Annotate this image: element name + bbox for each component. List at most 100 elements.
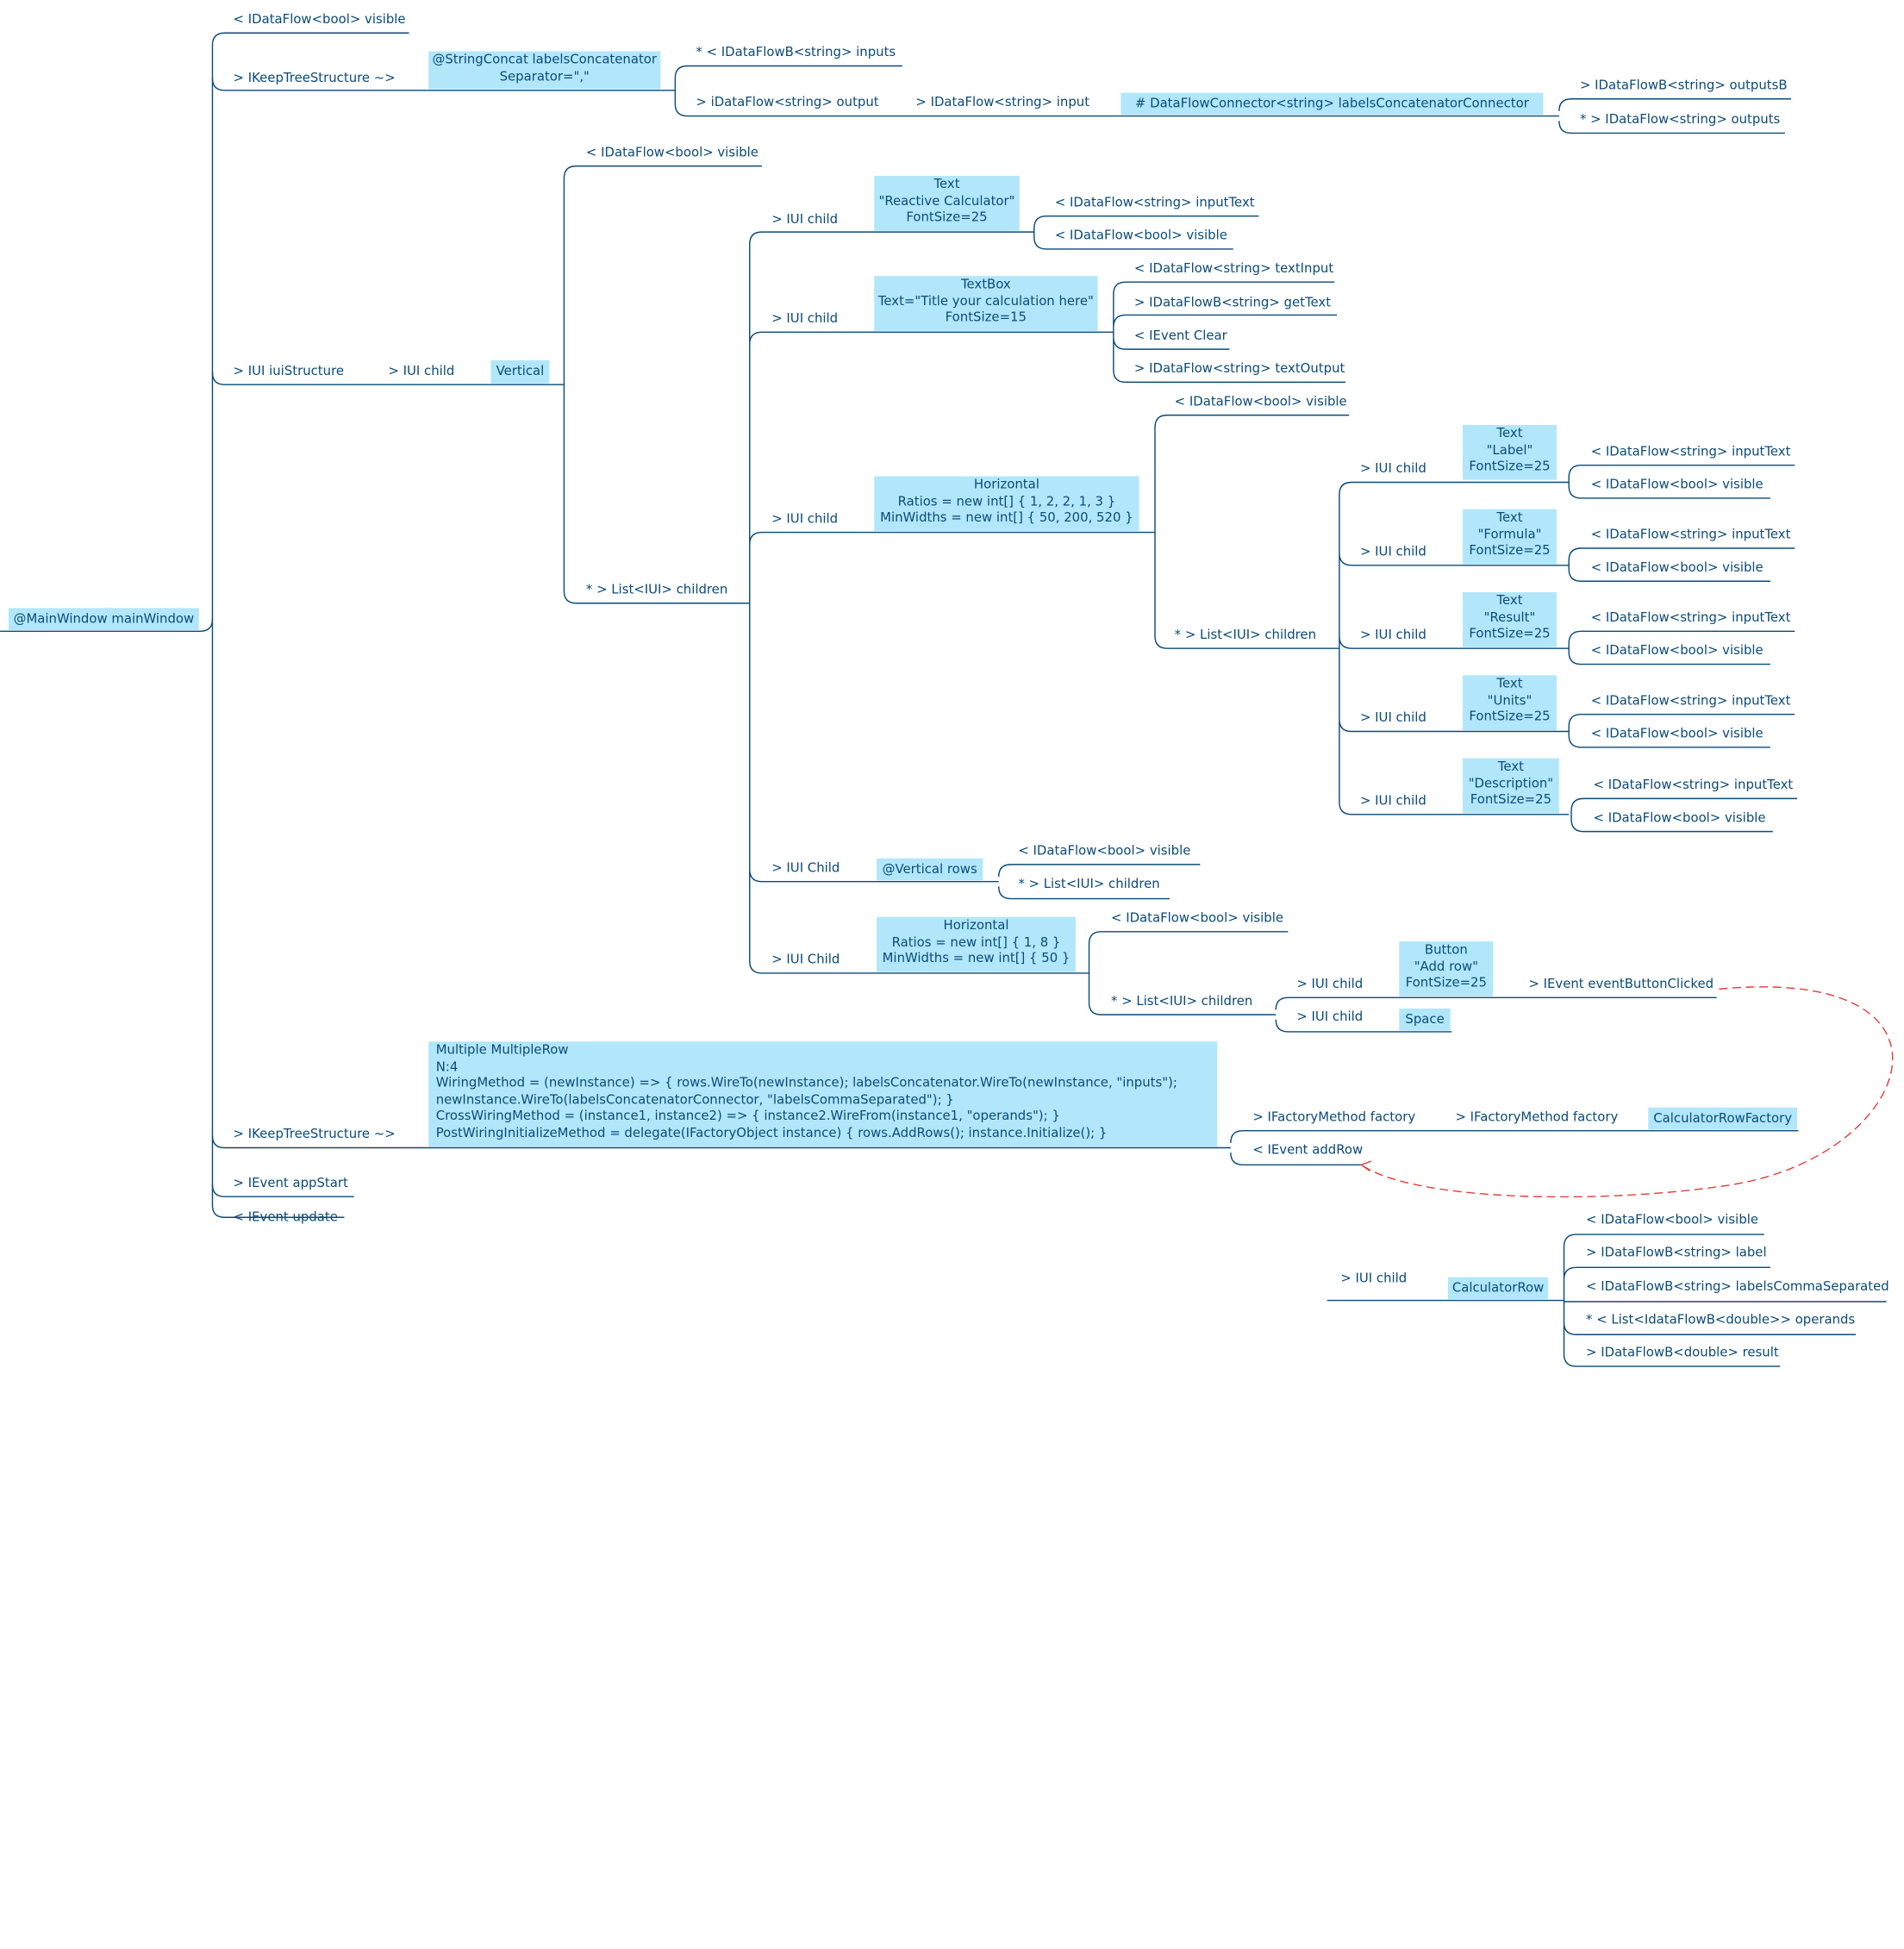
- iui-child-3: > IUI child: [771, 511, 839, 527]
- multiple-n: N:4: [435, 1059, 459, 1074]
- text1-fontsize: FontSize=25: [906, 209, 988, 225]
- link-textbox: [1113, 281, 1345, 384]
- description-visible-port: < IDataFlow<bool> visible: [1593, 810, 1766, 826]
- string-concat-box: @StringConcat labelsConcatenator Separat…: [428, 51, 661, 90]
- space-box: Space: [1399, 1009, 1451, 1031]
- vertical-children-port: * > List<IUI> children: [585, 582, 728, 597]
- iui-child-1: > IUI child: [771, 212, 839, 228]
- link-text1: [1033, 216, 1259, 250]
- root-main-window: @MainWindow mainWindow: [8, 608, 199, 630]
- formula-input-text-port: < IDataFlow<string> inputText: [1590, 527, 1791, 542]
- text-result-fontsize: FontSize=25: [1469, 626, 1551, 641]
- text-result-type: Text: [1496, 593, 1523, 609]
- multiple-row-box: Multiple MultipleRow N:4 WiringMethod = …: [428, 1041, 1218, 1147]
- text-units-type: Text: [1496, 676, 1523, 691]
- horizontal2-children-port: * > List<IUI> children: [1111, 994, 1253, 1009]
- h-child-label: > IUI child: [1359, 461, 1426, 477]
- horizontal2-minwidths: MinWidths = new int[] { 50 }: [882, 951, 1071, 966]
- textbox-text: Text="Title your calculation here": [877, 293, 1094, 309]
- label-visible-port: < IDataFlow<bool> visible: [1590, 477, 1764, 492]
- calculator-row-factory-box: CalculatorRowFactory: [1648, 1107, 1798, 1130]
- text-label-value: "Label": [1486, 442, 1533, 458]
- vertical-rows-box: @Vertical rows: [877, 858, 983, 881]
- description-input-text-port: < IDataFlow<string> inputText: [1593, 778, 1794, 793]
- iui-child-2: > IUI child: [771, 311, 839, 327]
- multiple-wiring-method: WiringMethod = (newInstance) => { rows.W…: [435, 1076, 1177, 1091]
- horizontal2-type: Horizontal: [943, 918, 1009, 934]
- calculator-row-box: CalculatorRow: [1447, 1277, 1549, 1300]
- text-formula-value: "Formula": [1477, 527, 1542, 542]
- link-hformula: [1568, 547, 1795, 582]
- link-root-trunk: [211, 32, 409, 1218]
- connector-outputsb-port: > IDataFlowB<string> outputsB: [1579, 78, 1788, 93]
- calc-row-iui-child: > IUI child: [1340, 1271, 1408, 1286]
- link-hdesc: [1570, 797, 1798, 833]
- h-child-description: > IUI child: [1359, 793, 1426, 809]
- keep-tree-structure-port-2: > IKeepTreeStructure ~>: [233, 1127, 396, 1142]
- multiple-title: Multiple MultipleRow: [435, 1042, 569, 1058]
- textbox-get-text-port: > IDataFlowB<string> getText: [1133, 295, 1332, 310]
- textbox-text-input-port: < IDataFlow<string> textInput: [1133, 261, 1334, 277]
- multiple-cross-wiring: CrossWiringMethod = (instance1, instance…: [435, 1109, 1060, 1124]
- connector-lines: [0, 32, 1894, 1367]
- connector-input-port: > IDataFlow<string> input: [915, 95, 1090, 110]
- string-concat-title: @StringConcat labelsConcatenator: [432, 52, 658, 67]
- iui-child-5: > IUI Child: [771, 952, 840, 967]
- text-formula-fontsize: FontSize=25: [1469, 543, 1551, 559]
- update-event-port: < IEvent update: [233, 1209, 338, 1225]
- concat-output-port: > iDataFlow<string> output: [696, 95, 879, 110]
- result-visible-port: < IDataFlow<bool> visible: [1590, 643, 1764, 659]
- link-calcrow: [1327, 1234, 1887, 1367]
- link-hresult: [1568, 630, 1795, 665]
- h-child-result: > IUI child: [1359, 628, 1426, 643]
- link-vertical: [563, 165, 762, 604]
- horizontal2-visible-port: < IDataFlow<bool> visible: [1111, 910, 1284, 926]
- text-description-value: "Description": [1468, 776, 1554, 791]
- calc-row-result-port: > IDataFlowB<double> result: [1586, 1345, 1779, 1360]
- string-concat-separator: Separator=",": [499, 69, 590, 84]
- horizontal1-ratios: Ratios = new int[] { 1, 2, 2, 1, 3 }: [897, 494, 1116, 509]
- horizontal-box-1: Horizontal Ratios = new int[] { 1, 2, 2,…: [874, 476, 1139, 532]
- link-hunits: [1568, 713, 1795, 748]
- vertical-box: Vertical: [490, 359, 550, 384]
- vrows-visible-port: < IDataFlow<bool> visible: [1018, 843, 1191, 859]
- result-input-text-port: < IDataFlow<string> inputText: [1590, 610, 1791, 626]
- text-result-value: "Result": [1483, 609, 1536, 625]
- textbox-fontsize: FontSize=15: [945, 310, 1027, 326]
- text1-visible-port: < IDataFlow<bool> visible: [1054, 228, 1227, 243]
- top-visible-port: < IDataFlow<bool> visible: [233, 12, 406, 28]
- horizontal-box-2: Horizontal Ratios = new int[] { 1, 8 } M…: [877, 916, 1076, 972]
- multiple-wiring-method-cont: newInstance.WireTo(labelsConcatenatorCon…: [435, 1092, 954, 1108]
- text-result-box: Text "Result" FontSize=25: [1462, 592, 1558, 647]
- textbox-clear-port: < IEvent Clear: [1133, 328, 1227, 344]
- iui-child-port: > IUI child: [388, 364, 455, 379]
- text-description-box: Text "Description" FontSize=25: [1462, 758, 1559, 814]
- app-start-event-port: > IEvent appStart: [233, 1176, 348, 1191]
- h2-child-button: > IUI child: [1296, 977, 1364, 992]
- text1-input-text-port: < IDataFlow<string> inputText: [1054, 195, 1255, 210]
- text-units-box: Text "Units" FontSize=25: [1462, 675, 1558, 731]
- h-child-units: > IUI child: [1359, 710, 1426, 726]
- vertical-visible-port: < IDataFlow<bool> visible: [585, 145, 758, 160]
- button-fontsize: FontSize=25: [1405, 976, 1487, 991]
- factory-port-2: > IFactoryMethod factory: [1455, 1109, 1619, 1125]
- link-concat: [660, 65, 1545, 117]
- event-dashed-link: [1360, 986, 1894, 1198]
- text-units-value: "Units": [1487, 692, 1533, 708]
- vrows-children-port: * > List<IUI> children: [1018, 877, 1160, 892]
- link-vrows: [997, 864, 1201, 900]
- link-hlabel: [1568, 464, 1795, 499]
- link-vchildren: [749, 231, 1156, 974]
- text-formula-type: Text: [1496, 510, 1523, 526]
- units-input-text-port: < IDataFlow<string> inputText: [1590, 693, 1791, 709]
- text-units-fontsize: FontSize=25: [1469, 709, 1551, 725]
- text1-type: Text: [933, 177, 960, 192]
- formula-visible-port: < IDataFlow<bool> visible: [1590, 560, 1764, 576]
- link-multiple: [1230, 1129, 1799, 1166]
- h-child-formula: > IUI child: [1359, 544, 1426, 559]
- horizontal1-visible-port: < IDataFlow<bool> visible: [1174, 394, 1347, 409]
- keep-tree-structure-port-1: > IKeepTreeStructure ~>: [233, 71, 396, 86]
- link-horizontal1: [1154, 414, 1350, 649]
- textbox-title-box: TextBox Text="Title your calculation her…: [874, 276, 1098, 331]
